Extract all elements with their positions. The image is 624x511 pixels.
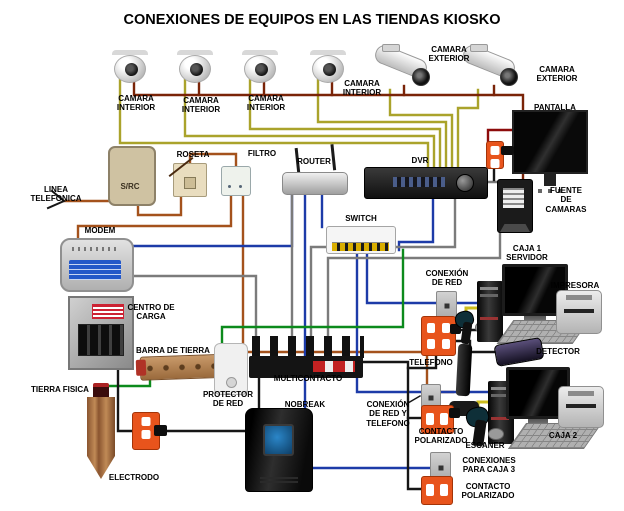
label-camara-interior-2: CAMARA INTERIOR [181,96,221,115]
label-camara-exterior-1: CAMARA EXTERIOR [428,45,470,64]
label-conexion-red-y-telefono: CONEXIÓN DE RED Y TELEFONO [366,400,410,428]
plug-caja2-icon [449,408,460,418]
protector-de-red-device [214,343,248,395]
dome-camera-2 [177,50,213,87]
nobreak-ups [245,408,313,492]
label-escaner: ESCANER [465,441,505,450]
label-centro-de-carga: CENTRO DE CARGA [127,303,175,322]
label-nobreak: NOBREAK [284,400,326,409]
label-filtro: FILTRO [247,149,277,158]
label-switch: SWITCH [345,214,377,223]
label-barra-de-tierra: BARRA DE TIERRA [136,346,210,355]
label-impresora-1: IMPRESORA [550,281,600,290]
label-caja2: CAJA 2 [548,431,578,440]
mouse-caja2 [488,428,504,440]
label-electrodo: ELECTRODO [108,473,160,482]
label-camara-interior-1: CAMARA INTERIOR [116,94,156,113]
label-fuente-de-camaras: FUENTE DE CAMARAS [545,186,587,214]
plug-nobreak-icon [154,425,167,436]
dome-camera-1 [112,50,148,87]
label-tierra-fisica: TIERRA FISICA [31,385,89,394]
electrodo-rod [85,383,117,481]
dome-camera-4 [310,50,346,87]
outlet-dvr [486,141,504,169]
label-contacto-polarizado-2: CONTACTO POLARIZADO [461,482,515,501]
router-device [282,146,348,195]
switch-device [326,226,396,254]
filtro-device [221,166,251,196]
modem-device [60,238,134,292]
label-multicontacto: MULTICONTACTO [273,374,343,383]
label-protector-de-red: PROTECTOR DE RED [202,390,254,409]
impresora-caja2 [558,386,604,428]
label-camara-exterior-2: CAMARA EXTERIOR [536,65,578,84]
outlet-contacto1 [421,405,454,434]
fuente-de-camaras [497,179,533,233]
label-detector: DETECTOR [536,347,580,356]
label-caja1-servidor: CAJA 1 SERVIDOR [506,244,548,263]
label-camara-interior-4: CAMARA INTERIOR [342,79,382,98]
centro-de-carga-panel [68,296,134,370]
cpu-tower-caja1 [477,281,503,342]
escaner-caja1 [455,311,476,345]
label-conexion-de-red: CONEXIÓN DE RED [425,269,469,288]
bullet-camera-2 [460,44,520,92]
plug-pantalla-icon [501,146,514,155]
label-camara-interior-3: CAMARA INTERIOR [246,94,286,113]
camera-mount-icon [470,44,488,52]
label-src: S/RC [120,182,140,191]
outlet-tierra [132,412,160,450]
roseta-jack [173,163,207,197]
label-conexiones-para-caja3: CONEXIONES PARA CAJA 3 [462,456,516,475]
label-roseta: ROSETA [176,150,210,159]
dvr-device [364,167,488,199]
label-contacto-polarizado-1: CONTACTO POLARIZADO [414,427,468,446]
label-linea-telefonica: LINEA TELEFONICA [30,185,82,204]
outlet-contacto2 [421,476,453,505]
label-telefono: TELEFONO [409,358,453,367]
label-router: ROUTER [297,157,331,166]
src-terminal-box [108,146,156,206]
label-modem: MODEM [84,226,116,235]
power-plugs-icon [252,336,364,358]
dome-camera-3 [242,50,278,87]
label-pantalla: PANTALLA [534,103,576,112]
multicontacto-strip [249,356,363,378]
camera-mount-icon [382,44,400,52]
impresora-caja1 [556,290,602,334]
telefono-device [449,342,479,416]
pantalla-monitor [512,110,588,196]
bullet-camera-1 [372,44,432,92]
label-dvr: DVR [411,156,429,165]
page-title: CONEXIONES DE EQUIPOS EN LAS TIENDAS KIO… [123,12,501,28]
